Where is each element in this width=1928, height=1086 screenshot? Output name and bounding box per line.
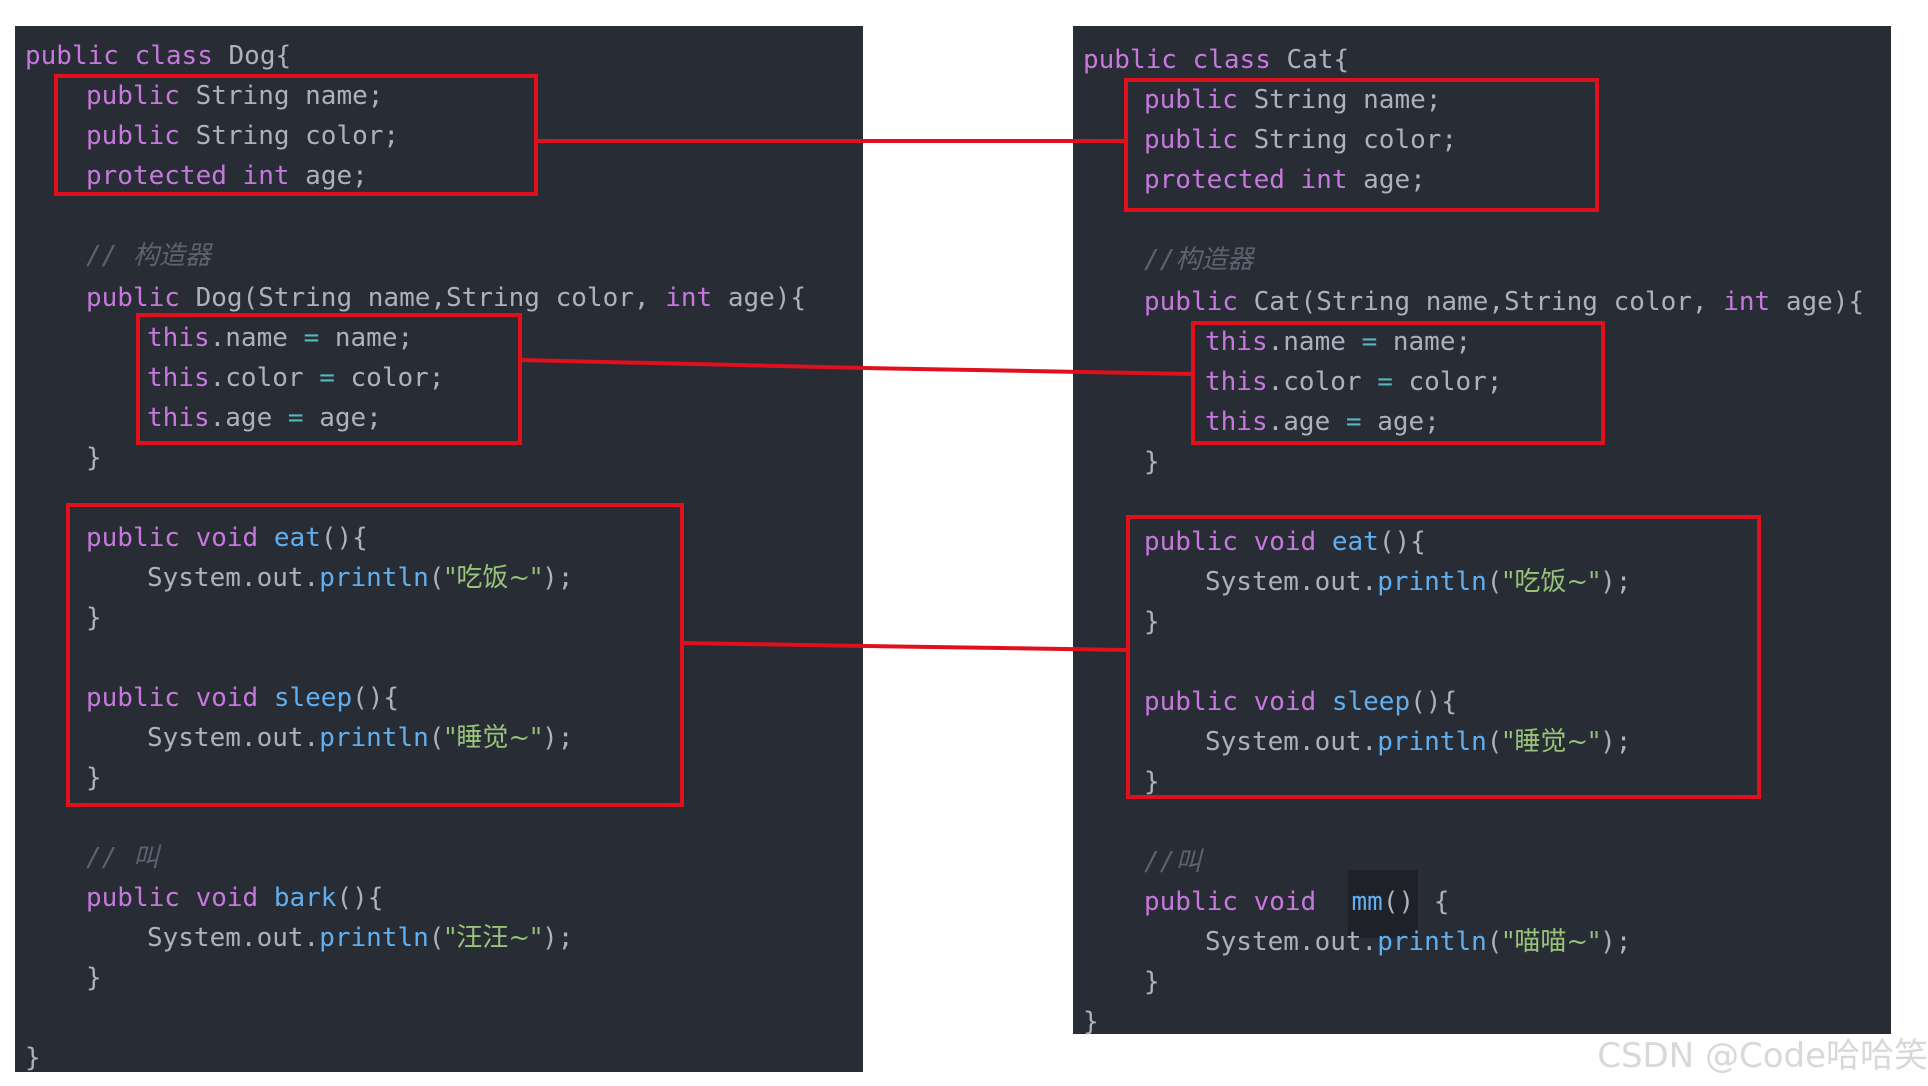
dog-eat-signature: public void eat(){ xyxy=(86,523,368,553)
cat-field-age: protected int age; xyxy=(1144,165,1426,195)
dog-assign-color: this.color = color; xyxy=(147,363,445,393)
dog-constructor-signature: public Dog(String name,String color, int… xyxy=(86,283,807,313)
dog-sleep-close: } xyxy=(86,763,102,793)
cat-mm-signature: public void mm() { xyxy=(1144,870,1449,938)
dog-sleep-body: System.out.println("睡觉~"); xyxy=(147,723,574,753)
dog-constructor-close: } xyxy=(86,443,102,473)
cat-sleep-close: } xyxy=(1144,767,1160,797)
watermark: CSDN @Code哈哈笑 xyxy=(1597,1036,1928,1076)
cat-assign-age: this.age = age; xyxy=(1205,407,1440,437)
dog-comment-bark: // 叫 xyxy=(86,843,159,873)
dog-field-name: public String name; xyxy=(86,81,384,111)
cat-eat-close: } xyxy=(1144,607,1160,637)
dog-field-age: protected int age; xyxy=(86,161,368,191)
dog-eat-close: } xyxy=(86,603,102,633)
cat-mm-close: } xyxy=(1144,967,1160,997)
dog-bark-body: System.out.println("汪汪~"); xyxy=(147,923,574,953)
cat-fields-box xyxy=(1124,78,1599,212)
cat-eat-body: System.out.println("吃饭~"); xyxy=(1205,567,1632,597)
cat-constructor-signature: public Cat(String name,String color, int… xyxy=(1144,287,1865,317)
cat-methods-box xyxy=(1126,515,1761,799)
dog-bark-signature: public void bark(){ xyxy=(86,883,384,913)
cat-constructor-box xyxy=(1191,321,1605,445)
methods-connector xyxy=(681,641,1129,652)
cat-sleep-signature: public void sleep(){ xyxy=(1144,687,1458,717)
cat-field-color: public String color; xyxy=(1144,125,1458,155)
cat-class-declaration: public class Cat{ xyxy=(1083,45,1350,75)
cat-mm-body: System.out.println("喵喵~"); xyxy=(1205,927,1632,957)
dog-class-declaration: public class Dog{ xyxy=(25,41,292,71)
cat-class-code-panel: public class Cat{ public String name; pu… xyxy=(1073,26,1891,1037)
dog-field-color: public String color; xyxy=(86,121,400,151)
cat-eat-signature: public void eat(){ xyxy=(1144,527,1426,557)
cat-assign-name: this.name = name; xyxy=(1205,327,1472,357)
dog-class-code-panel: public class Dog{ public String name; pu… xyxy=(15,26,863,1073)
cat-sleep-body: System.out.println("睡觉~"); xyxy=(1205,727,1632,757)
cat-comment-constructor: //构造器 xyxy=(1144,245,1254,275)
dog-sleep-signature: public void sleep(){ xyxy=(86,683,400,713)
cat-assign-color: this.color = color; xyxy=(1205,367,1503,397)
cat-constructor-close: } xyxy=(1144,447,1160,477)
dog-assign-name: this.name = name; xyxy=(147,323,414,353)
dog-methods-box xyxy=(66,503,684,807)
dog-fields-box xyxy=(54,74,538,196)
cat-class-close: } xyxy=(1083,1007,1099,1037)
dog-class-close: } xyxy=(25,1043,41,1073)
dog-comment-constructor: // 构造器 xyxy=(86,241,211,271)
cat-field-name: public String name; xyxy=(1144,85,1442,115)
dog-bark-close: } xyxy=(86,963,102,993)
constructor-connector xyxy=(519,358,1194,376)
dog-assign-age: this.age = age; xyxy=(147,403,382,433)
cat-comment-mm: //叫 xyxy=(1144,847,1202,877)
dog-eat-body: System.out.println("吃饭~"); xyxy=(147,563,574,593)
dog-constructor-box xyxy=(136,313,522,445)
